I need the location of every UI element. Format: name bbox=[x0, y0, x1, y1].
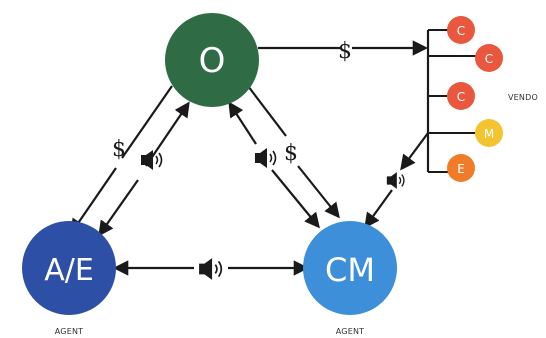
money-symbol-owner-vendors: $ bbox=[338, 39, 352, 64]
speaker-icon bbox=[386, 172, 405, 189]
owner-to-ae-money-line bbox=[121, 85, 173, 159]
vendor-caption: VENDO bbox=[508, 93, 538, 102]
speaker-icon bbox=[254, 148, 277, 168]
ae-agent-node: A/E bbox=[22, 221, 116, 315]
money-symbol-owner-ae: $ bbox=[112, 137, 126, 162]
owner-to-cm-money-arrow bbox=[297, 165, 340, 219]
money-symbol-owner-cm: $ bbox=[284, 141, 298, 166]
vendor-label: M bbox=[484, 127, 494, 141]
ae-node-label: A/E bbox=[44, 253, 94, 288]
vendor-item: C bbox=[475, 44, 503, 72]
cm-node-label: CM bbox=[325, 251, 375, 289]
vendor-label: C bbox=[485, 52, 493, 66]
vendor-item: M bbox=[475, 119, 503, 147]
owner-to-cm-money-line bbox=[247, 85, 287, 137]
ae-owner-comm-line bbox=[98, 179, 139, 237]
vendors-to-cm-line bbox=[400, 132, 429, 171]
vendor-item: C bbox=[447, 82, 475, 110]
vendors-to-cm-line-lower bbox=[364, 189, 393, 229]
vendor-label: E bbox=[457, 162, 465, 176]
cm-agent-caption: AGENT bbox=[336, 327, 364, 336]
vendor-label: C bbox=[457, 90, 465, 104]
owner-node-label: O bbox=[199, 41, 226, 81]
vendor-item: C bbox=[447, 16, 475, 44]
ae-agent-caption: AGENT bbox=[55, 327, 83, 336]
speaker-icon bbox=[198, 258, 223, 280]
vendor-label: C bbox=[457, 24, 465, 38]
owner-to-ae-money-arrow bbox=[70, 167, 117, 235]
owner-node: O bbox=[165, 13, 259, 107]
cm-agent-node: CM bbox=[303, 221, 397, 315]
vendor-item: E bbox=[447, 154, 475, 182]
owner-cm-comm-line-lower bbox=[271, 169, 320, 229]
owner-cm-comm-line-upper bbox=[228, 101, 257, 145]
speaker-icon bbox=[140, 150, 163, 170]
